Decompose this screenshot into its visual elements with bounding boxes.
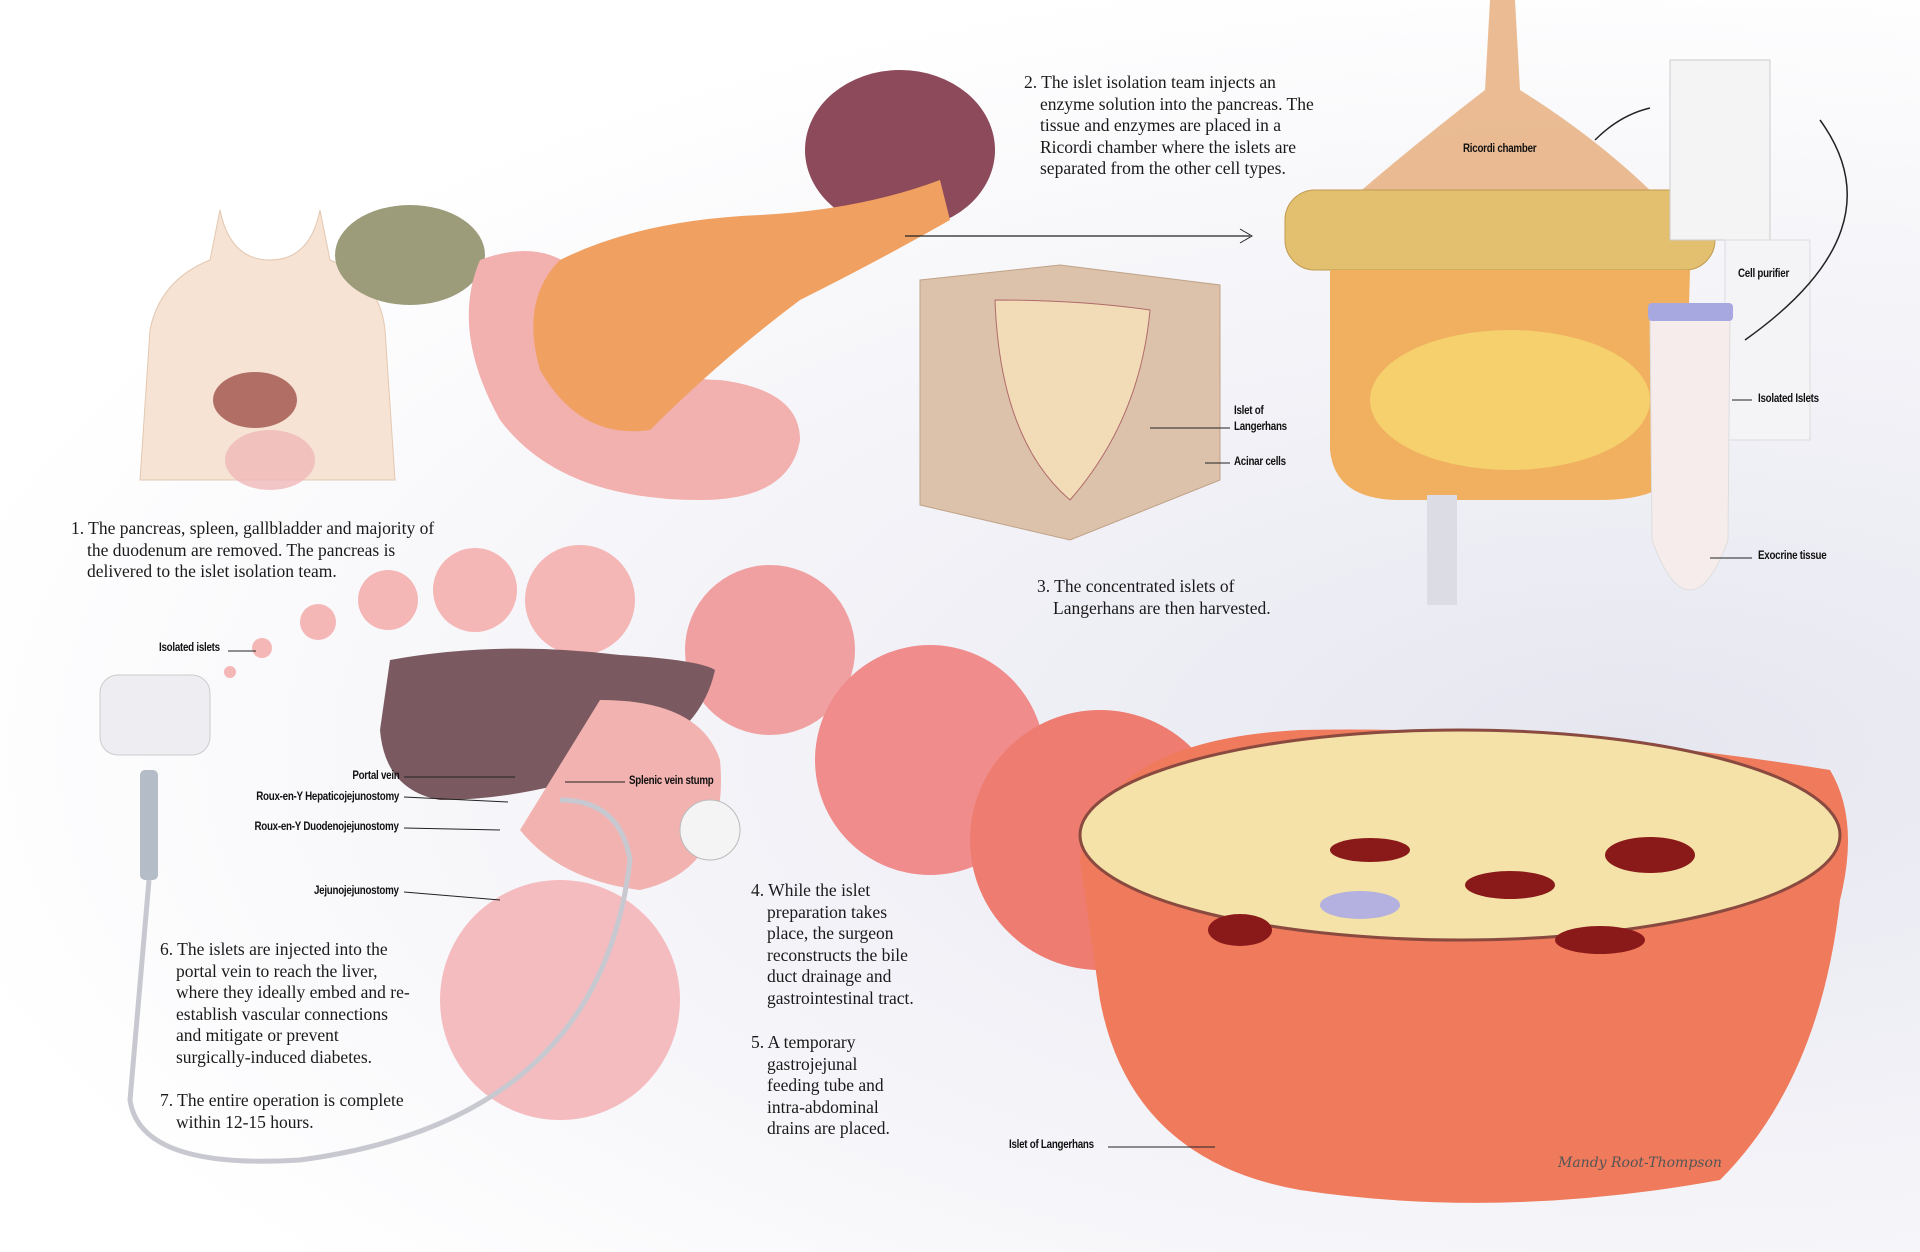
label-jejunojejunostomy: Jejunojejunostomy: [314, 885, 399, 897]
gallbladder: [335, 205, 485, 305]
arrow-to-tube: [1744, 119, 1848, 341]
label-cell-purifier: Cell purifier: [1738, 268, 1790, 280]
islet-cross-section: [1078, 728, 1848, 1203]
step-3-text: 3. The concentrated islets of Langerhans…: [1037, 576, 1271, 618]
step-1-text: 1. The pancreas, spleen, gallbladder and…: [71, 518, 435, 581]
label-isolated-islets: Isolated islets: [159, 642, 220, 654]
step-4-text: 4. While the islet preparation takes pla…: [751, 880, 914, 1008]
intestines: [440, 880, 680, 1120]
spleen: [805, 70, 995, 230]
stomach: [520, 700, 721, 890]
label-portal-vein: Portal vein: [351, 770, 399, 782]
label-duodenojejunostomy: Roux-en-Y Duodenojejunostomy: [254, 821, 399, 833]
step-7-text: 7. The entire operation is complete with…: [160, 1090, 404, 1132]
label-islet-of-langerhans-large: Islet of Langerhans: [1009, 1139, 1094, 1151]
isolated-islets-tube: [1649, 309, 1731, 591]
pancreas: [533, 180, 950, 432]
islet-in-block: [994, 299, 1151, 501]
feeding-tube-port: [679, 799, 741, 861]
arrow-to-purifier: [1594, 107, 1651, 141]
label-exocrine-tissue: Exocrine tissue: [1758, 550, 1827, 562]
label-islet-of-langerhans-block: Islet of Langerhans: [1234, 405, 1287, 433]
label-acinar-cells: Acinar cells: [1234, 456, 1286, 468]
label-ricordi-chamber: Ricordi chamber: [1463, 143, 1537, 155]
step-2-text: 2. The islet isolation team injects an e…: [1024, 72, 1314, 178]
cell-purifier: [1669, 59, 1771, 241]
step-6-text: 6. The islets are injected into the port…: [160, 939, 410, 1067]
label-isolated-islets-tube: Isolated Islets: [1758, 393, 1819, 405]
label-splenic-vein-stump: Splenic vein stump: [629, 775, 714, 787]
infusion-line: [127, 797, 633, 1164]
body-silhouette: [139, 209, 396, 490]
arrowhead-icon: [1239, 228, 1253, 244]
iv-bag: [99, 674, 211, 756]
artist-signature: Mandy Root-Thompson: [1558, 1155, 1722, 1171]
step-5-text: 5. A temporary gastrojejunal feeding tub…: [751, 1032, 890, 1138]
ricordi-chamber: [1284, 0, 1716, 605]
label-hepaticojejunostomy: Roux-en-Y Hepaticojejunostomy: [256, 791, 399, 803]
liver: [380, 648, 715, 800]
syringe: [140, 770, 158, 880]
